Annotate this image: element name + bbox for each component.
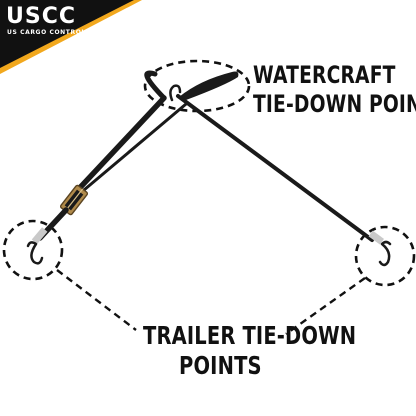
leader-line-left <box>56 269 137 331</box>
ratchet-buckle <box>59 184 89 216</box>
brand-logo: USCC <box>6 4 76 29</box>
strap-loop-left-curve <box>144 70 167 101</box>
right-hook-sleeve <box>368 230 385 245</box>
trailer-label-line1: TRAILER TIE-DOWN <box>143 321 357 350</box>
trailer-label-line2: POINTS <box>179 351 262 380</box>
strap-left-upper <box>71 95 167 197</box>
left-s-hook <box>26 241 44 265</box>
strap-left-branch <box>82 102 188 192</box>
leader-line-right <box>285 277 366 335</box>
left-hook-sleeve <box>31 227 48 245</box>
watercraft-label-line1: WATERCRAFT <box>253 61 396 89</box>
brand-tagline: US CARGO CONTROL <box>7 29 86 36</box>
watercraft-label-line2: TIE-DOWN POINT <box>253 90 416 118</box>
right-s-hook <box>378 240 392 267</box>
top-s-hook <box>169 84 182 102</box>
strap-top-loop <box>179 71 239 100</box>
trailer-left-callout-circle <box>2 219 64 281</box>
trailer-right-callout-circle <box>354 225 416 287</box>
strap-right <box>176 94 374 242</box>
